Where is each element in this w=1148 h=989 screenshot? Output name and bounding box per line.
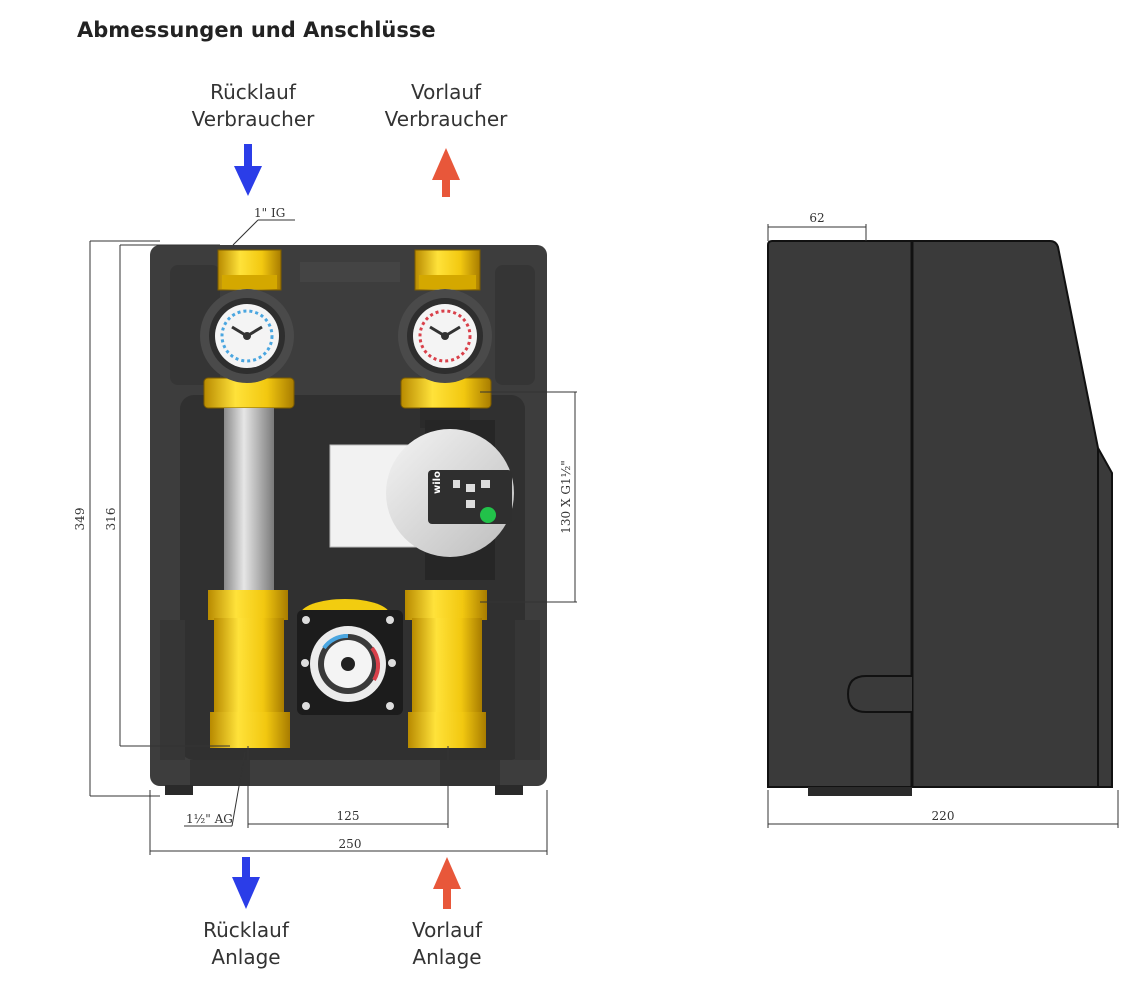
label-line-2: Verbraucher — [191, 107, 315, 131]
page-title: Abmessungen und Anschlüsse — [77, 18, 436, 42]
label-ruecklauf-verbraucher: Rücklauf Verbraucher — [168, 79, 338, 133]
side-view-box — [767, 240, 1113, 796]
dimension-lines-side — [767, 224, 1119, 828]
dim-depth-lid: 62 — [809, 211, 824, 225]
label-vorlauf-verbraucher: Vorlauf Verbraucher — [361, 79, 531, 133]
thermometer-return-icon — [200, 289, 294, 383]
dim-height-inner: 316 — [104, 508, 118, 531]
arrow-ruecklauf-anlage-icon — [232, 857, 260, 909]
label-line-1: Rücklauf — [203, 918, 289, 942]
dim-depth-total: 220 — [932, 809, 955, 823]
arrow-ruecklauf-verbraucher-icon — [234, 144, 262, 196]
flow-pipe — [400, 249, 492, 748]
label-vorlauf-anlage: Vorlauf Anlage — [362, 917, 532, 971]
label-line-1: Vorlauf — [411, 918, 483, 942]
dim-pipe-distance: 125 — [337, 809, 360, 823]
dim-top-connection: 1" IG — [254, 206, 285, 220]
dim-pump: 130 X G1½" — [559, 460, 573, 533]
label-ruecklauf-anlage: Rücklauf Anlage — [161, 917, 331, 971]
label-line-1: Vorlauf — [410, 80, 482, 104]
dim-width-front: 250 — [339, 837, 362, 851]
label-line-2: Verbraucher — [384, 107, 508, 131]
arrow-vorlauf-verbraucher-icon — [432, 148, 460, 197]
label-line-2: Anlage — [211, 945, 281, 969]
label-line-1: Rücklauf — [210, 80, 296, 104]
pump-brand-text: wilo — [432, 471, 443, 494]
mixing-valve-icon — [297, 599, 403, 715]
label-line-2: Anlage — [412, 945, 482, 969]
arrow-vorlauf-anlage-icon — [433, 857, 461, 909]
pump-status-led-icon — [480, 507, 496, 523]
dim-bottom-connection: 1½" AG — [186, 812, 233, 826]
dim-height-total: 349 — [73, 508, 87, 531]
thermometer-flow-icon — [398, 289, 492, 383]
return-pipe — [203, 249, 295, 748]
circulation-pump: wilo — [329, 420, 514, 580]
dimension-lines-front — [89, 219, 577, 855]
